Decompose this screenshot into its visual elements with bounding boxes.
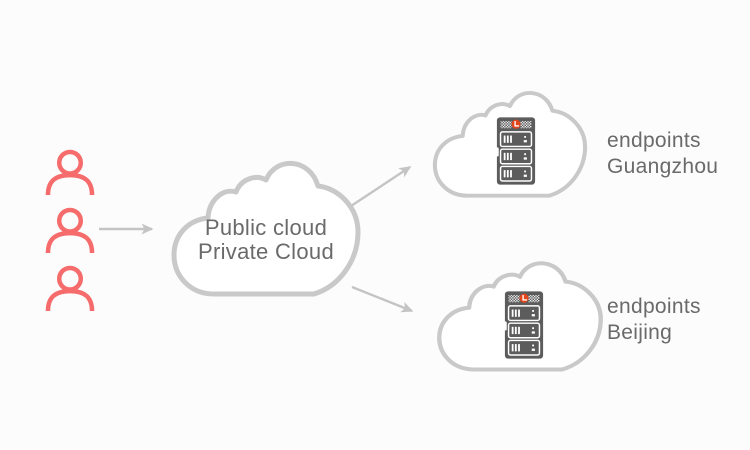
endpoint-beijing-line2: Beijing (607, 321, 673, 344)
endpoint-guangzhou-line1: endpoints (607, 129, 701, 152)
endpoint-label-guangzhou: endpoints Guangzhou (607, 128, 718, 180)
endpoint-beijing-line1: endpoints (607, 295, 701, 318)
users-group (42, 149, 98, 313)
server-rack-icon (496, 116, 536, 186)
endpoint-guangzhou-line2: Guangzhou (607, 155, 719, 178)
hub-label-line1: Public cloud (204, 215, 328, 240)
server-rack-icon (504, 290, 544, 360)
user-icon (45, 207, 95, 254)
user-icon (45, 149, 95, 196)
hub-cloud: Public cloud Private Cloud (168, 152, 364, 302)
hub-cloud-label: Public cloud Private Cloud (168, 216, 364, 264)
user-icon (45, 265, 95, 312)
endpoint-cloud-guangzhou (430, 84, 590, 202)
endpoint-label-beijing: endpoints Beijing (607, 294, 701, 346)
endpoint-cloud-beijing (434, 254, 606, 376)
hub-label-line2: Private Cloud (198, 239, 334, 264)
